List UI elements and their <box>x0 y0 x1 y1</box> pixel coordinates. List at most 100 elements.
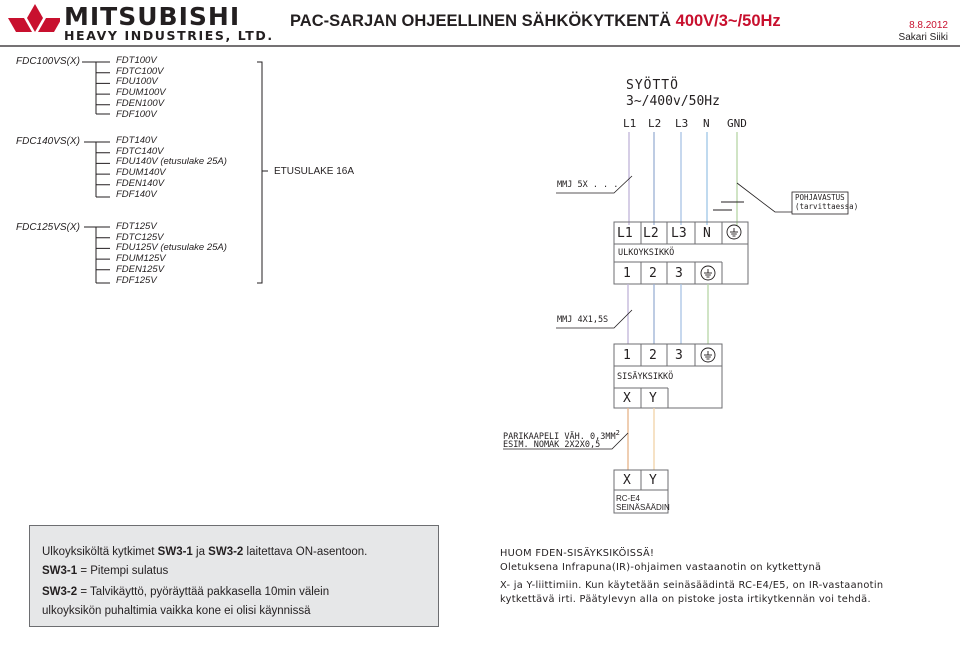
group-label-125: FDC125VS(X) <box>16 222 80 233</box>
supply-wires <box>628 132 792 225</box>
supply-cable-label: MMJ 5X . . . <box>557 180 619 190</box>
logo-diamond-right <box>38 18 60 32</box>
fden-note-line1: HUOM FDEN-SISÄYKSIKÖISSÄ! <box>500 548 655 559</box>
model-item: FDTC140V <box>116 145 164 157</box>
page-title: PAC-SARJAN OHJEELLINEN SÄHKÖKYTKENTÄ 400… <box>290 12 781 31</box>
link-cable-label: MMJ 4X1,5S <box>557 315 609 325</box>
supply-terminal-l1: L1 <box>623 117 637 130</box>
controller-label: RC-E4 SEINÄSÄÄDIN <box>616 494 670 512</box>
outdoor-terminal-n: N <box>703 226 711 241</box>
fden-note-line4: kytkettävä irti. Päätylevyn alla on pist… <box>500 594 871 605</box>
header-meta: 8.8.2012 Sakari Siiki <box>899 20 948 44</box>
outdoor-terminal-1: 1 <box>623 266 631 281</box>
note-switch-1: SW3-1 <box>42 565 78 577</box>
supply-terminal-gnd: GND <box>727 117 747 130</box>
fden-note-line3: X- ja Y-liittimiin. Kun käytetään seinäs… <box>500 580 884 591</box>
ground-rod-text: POHJAVASTUS <box>795 193 845 202</box>
header-author: Sakari Siiki <box>898 32 948 43</box>
controller-terminal-y: Y <box>649 473 657 488</box>
controller-box <box>613 469 669 514</box>
fden-note: HUOM FDEN-SISÄYKSIKÖISSÄ! Oletuksena Inf… <box>500 547 883 607</box>
model-item: FDUM100V <box>116 87 166 99</box>
logo-diamond-top <box>27 4 43 32</box>
note-switch-1: SW3-1 <box>157 546 193 558</box>
fuse-label: ETUSULAKE 16A <box>274 166 355 177</box>
model-item: FDF125V <box>116 274 157 286</box>
model-item: FDU140V (etusulake 25A) <box>116 156 227 168</box>
supply-terminal-l3: L3 <box>675 117 689 130</box>
model-item: FDT140V <box>116 135 157 146</box>
note-text: = Talvikäyttö, pyöräyttää pakkasella 10m… <box>77 586 330 598</box>
model-item: FDT100V <box>116 55 157 66</box>
ground-rod-box <box>791 191 849 215</box>
indoor-terminal-y: Y <box>649 391 657 406</box>
pair-cable-label: PARIKAAPELI VÄH. 0,3MM2 <box>503 429 620 442</box>
group-label-140: FDC140VS(X) <box>16 136 80 147</box>
model-item: FDTC100V <box>116 65 164 77</box>
model-item: FDF140V <box>116 188 157 200</box>
model-item: FDUM140V <box>116 167 166 179</box>
controller-model: RC-E4 <box>616 494 641 503</box>
indoor-terminal-x: X <box>623 391 631 406</box>
pair-cable-example: ESIM. NOMAK 2X2X0,5 <box>503 440 601 450</box>
model-brackets <box>82 61 268 284</box>
pair-cable-line1: PARIKAAPELI VÄH. 0,3MM <box>503 431 616 442</box>
switch-note-line1: Ulkoyksiköltä kytkimet SW3-1 ja SW3-2 la… <box>42 543 438 562</box>
logo-diamond-left <box>8 18 32 32</box>
outdoor-terminal-2: 2 <box>649 266 657 281</box>
outdoor-terminal-l1: L1 <box>617 226 633 241</box>
group-label-100: FDC100VS(X) <box>16 56 80 67</box>
link-wires <box>627 284 709 344</box>
header-date: 8.8.2012 <box>909 20 948 31</box>
model-item: FDTC125V <box>116 231 164 243</box>
note-text: Ulkoyksiköltä kytkimet <box>42 546 158 558</box>
controller-name: SEINÄSÄÄDIN <box>616 503 670 512</box>
ground-rod-note: (tarvittaessa) <box>795 202 859 211</box>
switch-note-line3: SW3-2 = Talvikäyttö, pyöräyttää pakkasel… <box>42 583 438 602</box>
supply-terminal-l2: L2 <box>648 117 662 130</box>
outdoor-unit-label: ULKOYKSIKKÖ <box>618 248 675 258</box>
indoor-unit-label: SISÄYKSIKKÖ <box>617 372 674 382</box>
model-list-100: FDT100V FDTC100V FDU100V FDUM100V FDEN10… <box>116 55 166 120</box>
indoor-terminal-3: 3 <box>675 348 683 363</box>
ground-symbols <box>700 224 742 363</box>
outdoor-terminal-l2: L2 <box>643 226 659 241</box>
note-switch-2: SW3-2 <box>42 586 78 598</box>
pair-cable-leader <box>503 432 629 450</box>
logo-main-text: MITSUBISHI <box>64 2 241 31</box>
note-text: ja <box>192 546 209 558</box>
controller-terminal-x: X <box>623 473 631 488</box>
pair-cable-superscript: 2 <box>615 429 620 437</box>
model-item: FDEN140V <box>116 177 165 189</box>
logo-sub-text: HEAVY INDUSTRIES, LTD. <box>64 28 274 43</box>
model-item: FDUM125V <box>116 253 166 265</box>
pair-cable-wires <box>627 408 655 470</box>
indoor-terminal-1: 1 <box>623 348 631 363</box>
note-switch-2: SW3-2 <box>208 546 244 558</box>
outdoor-terminal-3: 3 <box>675 266 683 281</box>
indoor-unit-box <box>613 343 723 409</box>
model-item: FDEN100V <box>116 97 165 109</box>
model-item: FDT125V <box>116 221 157 232</box>
company-logo: MITSUBISHI HEAVY INDUSTRIES, LTD. <box>64 4 274 43</box>
indoor-terminal-2: 2 <box>649 348 657 363</box>
model-item: FDU100V <box>116 76 158 88</box>
model-list-125: FDT125V FDTC125V FDU125V (etusulake 25A)… <box>116 221 227 286</box>
supply-cable-leader <box>556 175 633 194</box>
link-cable-leader <box>556 309 633 329</box>
logo-mark <box>8 4 60 32</box>
model-item: FDEN125V <box>116 263 165 275</box>
model-list-140: FDT140V FDTC140V FDU140V (etusulake 25A)… <box>116 135 227 200</box>
title-spec: 400V/3~/50Hz <box>675 12 781 30</box>
ground-rod-label: POHJAVASTUS (tarvittaessa) <box>795 193 858 211</box>
note-text: = Pitempi sulatus <box>77 565 169 577</box>
outdoor-unit-box <box>613 221 749 285</box>
switch-note-line4: ulkoyksikön puhaltimia vaikka kone ei ol… <box>42 605 311 617</box>
switch-note-line2: SW3-1 = Pitempi sulatus <box>42 562 438 581</box>
outdoor-terminal-l3: L3 <box>671 226 687 241</box>
fden-note-line2: Oletuksena Infrapuna(IR)-ohjaimen vastaa… <box>500 562 822 573</box>
supply-terminal-n: N <box>703 117 710 130</box>
supply-title: SYÖTTÖ <box>626 78 679 93</box>
note-text: laitettava ON-asentoon. <box>243 546 368 558</box>
